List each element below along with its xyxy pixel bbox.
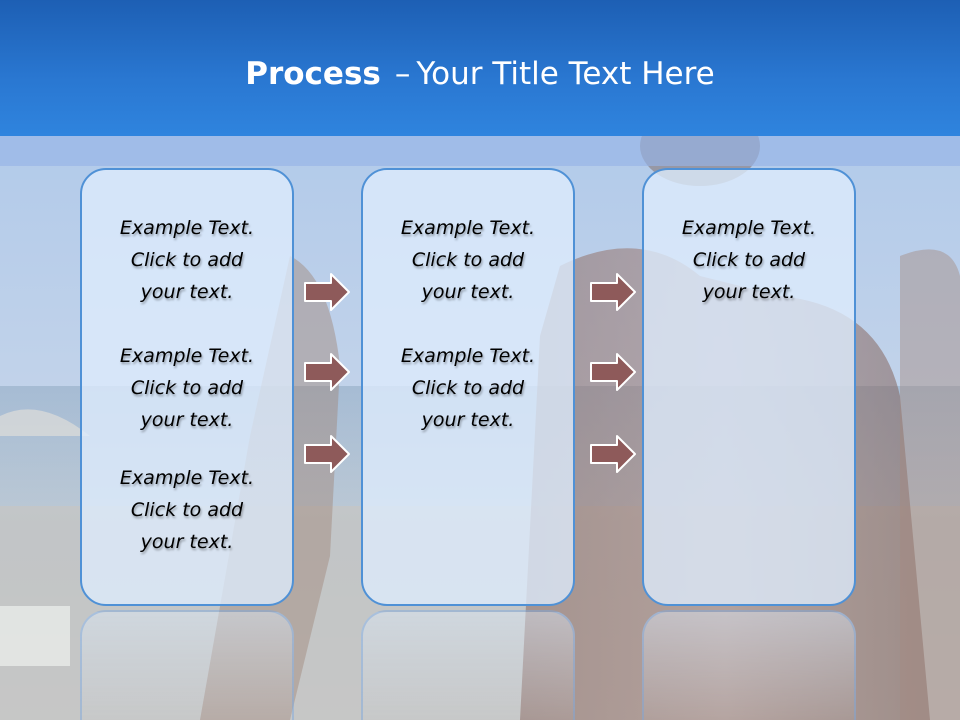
box-reflection [80, 610, 294, 720]
text-line: your text. [702, 281, 796, 303]
title-rest: Your Title Text Here [416, 56, 715, 92]
text-line: Example Text. [400, 345, 536, 367]
text-block[interactable]: Example Text. Click to add your text. [363, 340, 573, 436]
text-line: Click to add [411, 249, 525, 271]
text-block[interactable]: Example Text. Click to add your text. [363, 212, 573, 308]
text-line: your text. [421, 281, 515, 303]
text-block[interactable]: Example Text. Click to add your text. [82, 462, 292, 558]
text-line: Click to add [411, 377, 525, 399]
process-box-3[interactable]: Example Text. Click to add your text. [642, 168, 856, 606]
right-arrow-icon [590, 353, 636, 391]
title-bar-strip [0, 136, 960, 166]
text-line: Click to add [130, 377, 244, 399]
title-bar [0, 0, 960, 136]
process-box-2[interactable]: Example Text. Click to add your text. Ex… [361, 168, 575, 606]
right-arrow-icon [304, 435, 350, 473]
right-arrow-icon [590, 273, 636, 311]
text-line: your text. [140, 409, 234, 431]
slide-title[interactable]: Process–Your Title Text Here [0, 52, 960, 96]
text-line: Click to add [130, 249, 244, 271]
text-block[interactable]: Example Text. Click to add your text. [82, 340, 292, 436]
text-block[interactable]: Example Text. Click to add your text. [82, 212, 292, 308]
text-line: your text. [140, 281, 234, 303]
title-bold: Process [245, 56, 381, 92]
right-arrow-icon [304, 353, 350, 391]
text-line: Example Text. [681, 217, 817, 239]
process-box-1[interactable]: Example Text. Click to add your text. Ex… [80, 168, 294, 606]
title-separator: – [394, 56, 411, 92]
right-arrow-icon [590, 435, 636, 473]
text-line: Click to add [692, 249, 806, 271]
text-line: Click to add [130, 499, 244, 521]
text-line: your text. [140, 531, 234, 553]
text-line: Example Text. [400, 217, 536, 239]
text-line: Example Text. [119, 217, 255, 239]
box-reflection [642, 610, 856, 720]
text-line: Example Text. [119, 345, 255, 367]
box-reflection [361, 610, 575, 720]
text-line: Example Text. [119, 467, 255, 489]
right-arrow-icon [304, 273, 350, 311]
text-block[interactable]: Example Text. Click to add your text. [644, 212, 854, 308]
text-line: your text. [421, 409, 515, 431]
